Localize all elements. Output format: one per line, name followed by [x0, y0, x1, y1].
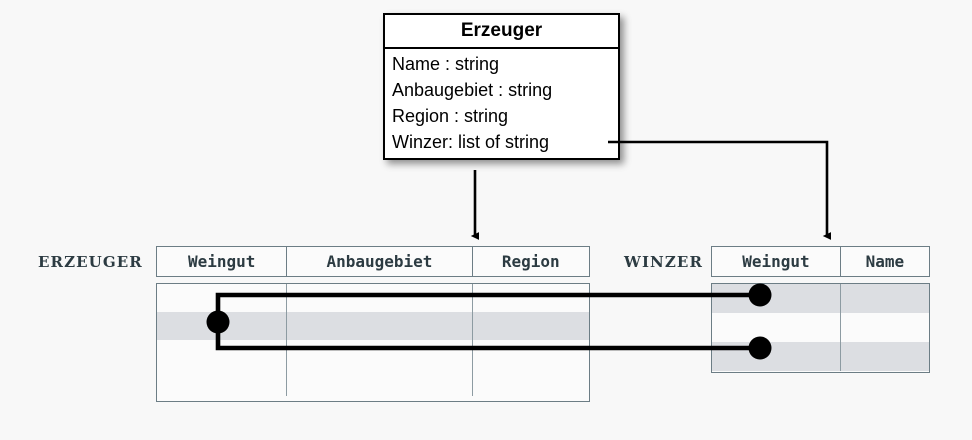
uml-class-box: Erzeuger Name : string Anbaugebiet : str…	[383, 13, 620, 160]
table-cell	[157, 368, 288, 396]
table-row	[712, 342, 929, 371]
table-row	[157, 368, 589, 396]
table-row	[157, 340, 589, 368]
erzeuger-column-region: Region	[501, 252, 560, 271]
table-row	[712, 313, 929, 342]
winzer-table-body	[711, 283, 930, 373]
winzer-column-weingut: Weingut	[712, 247, 841, 276]
table-cell	[841, 284, 929, 313]
table-cell	[473, 284, 589, 312]
erzeuger-header-row: Weingut Anbaugebiet Region	[156, 246, 590, 277]
table-row	[712, 284, 929, 313]
erzeuger-table-body	[156, 283, 590, 402]
uml-class-name: Erzeuger	[385, 15, 618, 49]
table-cell	[157, 284, 288, 312]
table-cell	[287, 284, 473, 312]
uml-attribute-anbaugebiet: Anbaugebiet : string	[392, 80, 553, 100]
table-label-winzer: WINZER	[624, 253, 704, 271]
table-cell	[841, 313, 929, 342]
mapping-arrow-winzer-icon	[608, 140, 832, 240]
uml-attribute-name: Name : string	[392, 54, 500, 74]
table-row	[157, 284, 589, 312]
uml-attribute-list: Name : string Anbaugebiet : string Regio…	[385, 49, 618, 158]
table-row	[157, 312, 589, 340]
table-cell	[473, 312, 589, 340]
table-cell	[712, 284, 841, 313]
table-cell	[841, 342, 929, 371]
table-cell	[287, 312, 473, 340]
uml-attribute-region: Region : string	[392, 106, 509, 126]
erzeuger-column-weingut: Weingut	[157, 247, 288, 276]
table-cell	[712, 342, 841, 371]
table-cell	[473, 340, 589, 368]
table-cell	[712, 313, 841, 342]
table-cell	[287, 340, 473, 368]
table-label-erzeuger: ERZEUGER	[38, 253, 143, 271]
table-cell	[287, 368, 473, 396]
erzeuger-column-anbaugebiet: Anbaugebiet	[287, 247, 473, 276]
uml-attribute-winzer: Winzer: list of string	[392, 132, 550, 152]
winzer-column-name: Name	[865, 252, 905, 271]
winzer-header-row: Weingut Name	[711, 246, 930, 277]
table-cell	[157, 340, 288, 368]
table-cell	[157, 312, 288, 340]
table-cell	[473, 368, 589, 396]
